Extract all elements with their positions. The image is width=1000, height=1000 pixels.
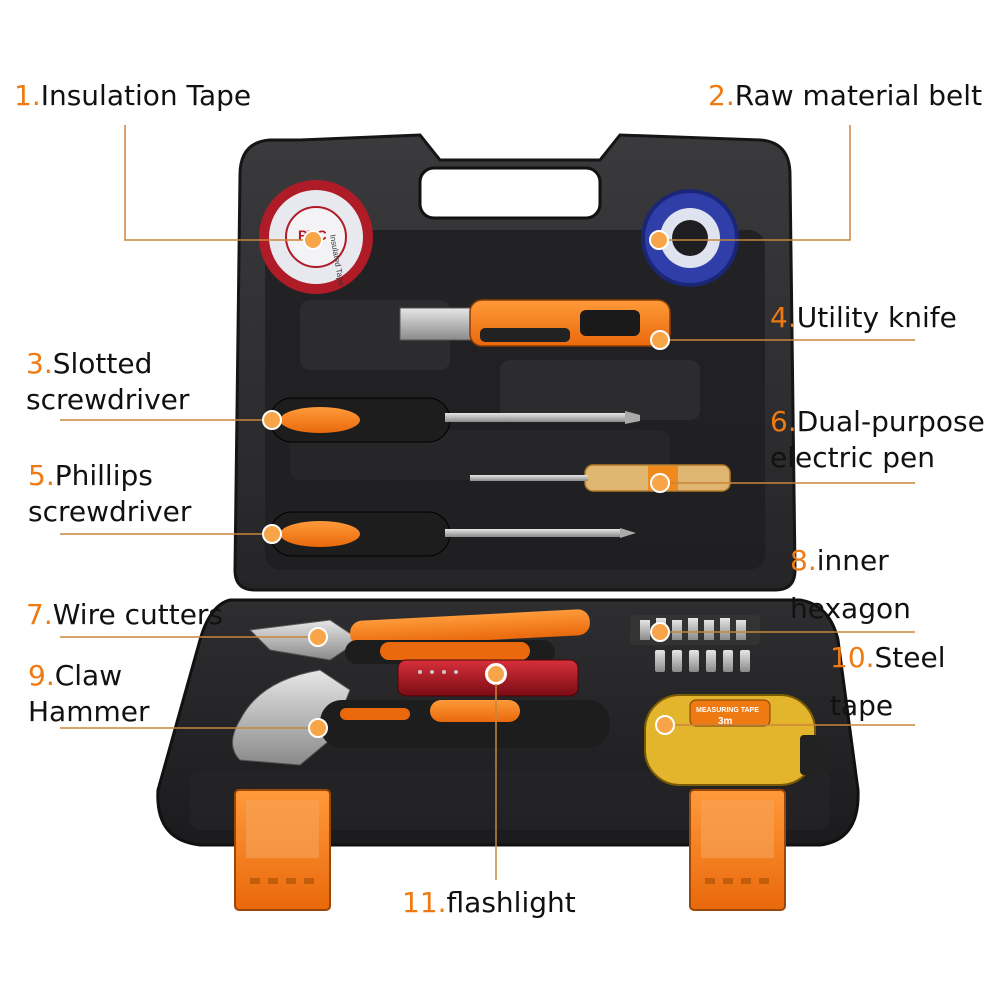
callout-9: 9.Claw Hammer (28, 659, 150, 728)
callout-5: 5.Phillips screwdriver (28, 459, 192, 528)
right-latch[interactable] (689, 789, 786, 911)
callout-6: 6.Dual-purpose electric pen (770, 405, 985, 474)
callout-11: 11.flashlight (402, 886, 576, 919)
callout-markers (262, 230, 675, 738)
phillips-screwdriver (269, 511, 636, 557)
utility-knife (399, 299, 671, 347)
marker-1 (303, 230, 323, 250)
marker-5 (262, 524, 282, 544)
leader-lines (60, 125, 915, 880)
marker-4 (650, 330, 670, 350)
marker-2 (649, 230, 669, 250)
marker-9 (308, 718, 328, 738)
callout-4: 4.Utility knife (770, 301, 957, 334)
steel-tape: MEASURING TAPE 3m (644, 694, 822, 786)
marker-6 (650, 473, 670, 493)
raw-material-belt (641, 189, 739, 287)
marker-3 (262, 410, 282, 430)
marker-7 (308, 627, 328, 647)
callout-8: 8.inner hexagon (790, 544, 911, 625)
callout-2: 2.Raw material belt (708, 79, 983, 112)
measuring-tape-text: MEASURING TAPE (696, 707, 759, 714)
marker-10 (655, 715, 675, 735)
callout-1: 1.Insulation Tape (14, 79, 252, 112)
callout-10: 10.Steel tape (830, 641, 946, 722)
measuring-length-text: 3m (718, 716, 733, 727)
callout-7: 7.Wire cutters (26, 598, 224, 631)
wire-cutters (248, 609, 590, 664)
case-handle[interactable] (418, 166, 602, 220)
left-latch[interactable] (234, 789, 331, 911)
claw-hammer (232, 669, 610, 766)
marker-11 (486, 664, 506, 684)
callout-3: 3.Slotted screwdriver (26, 347, 190, 416)
marker-8 (650, 622, 670, 642)
